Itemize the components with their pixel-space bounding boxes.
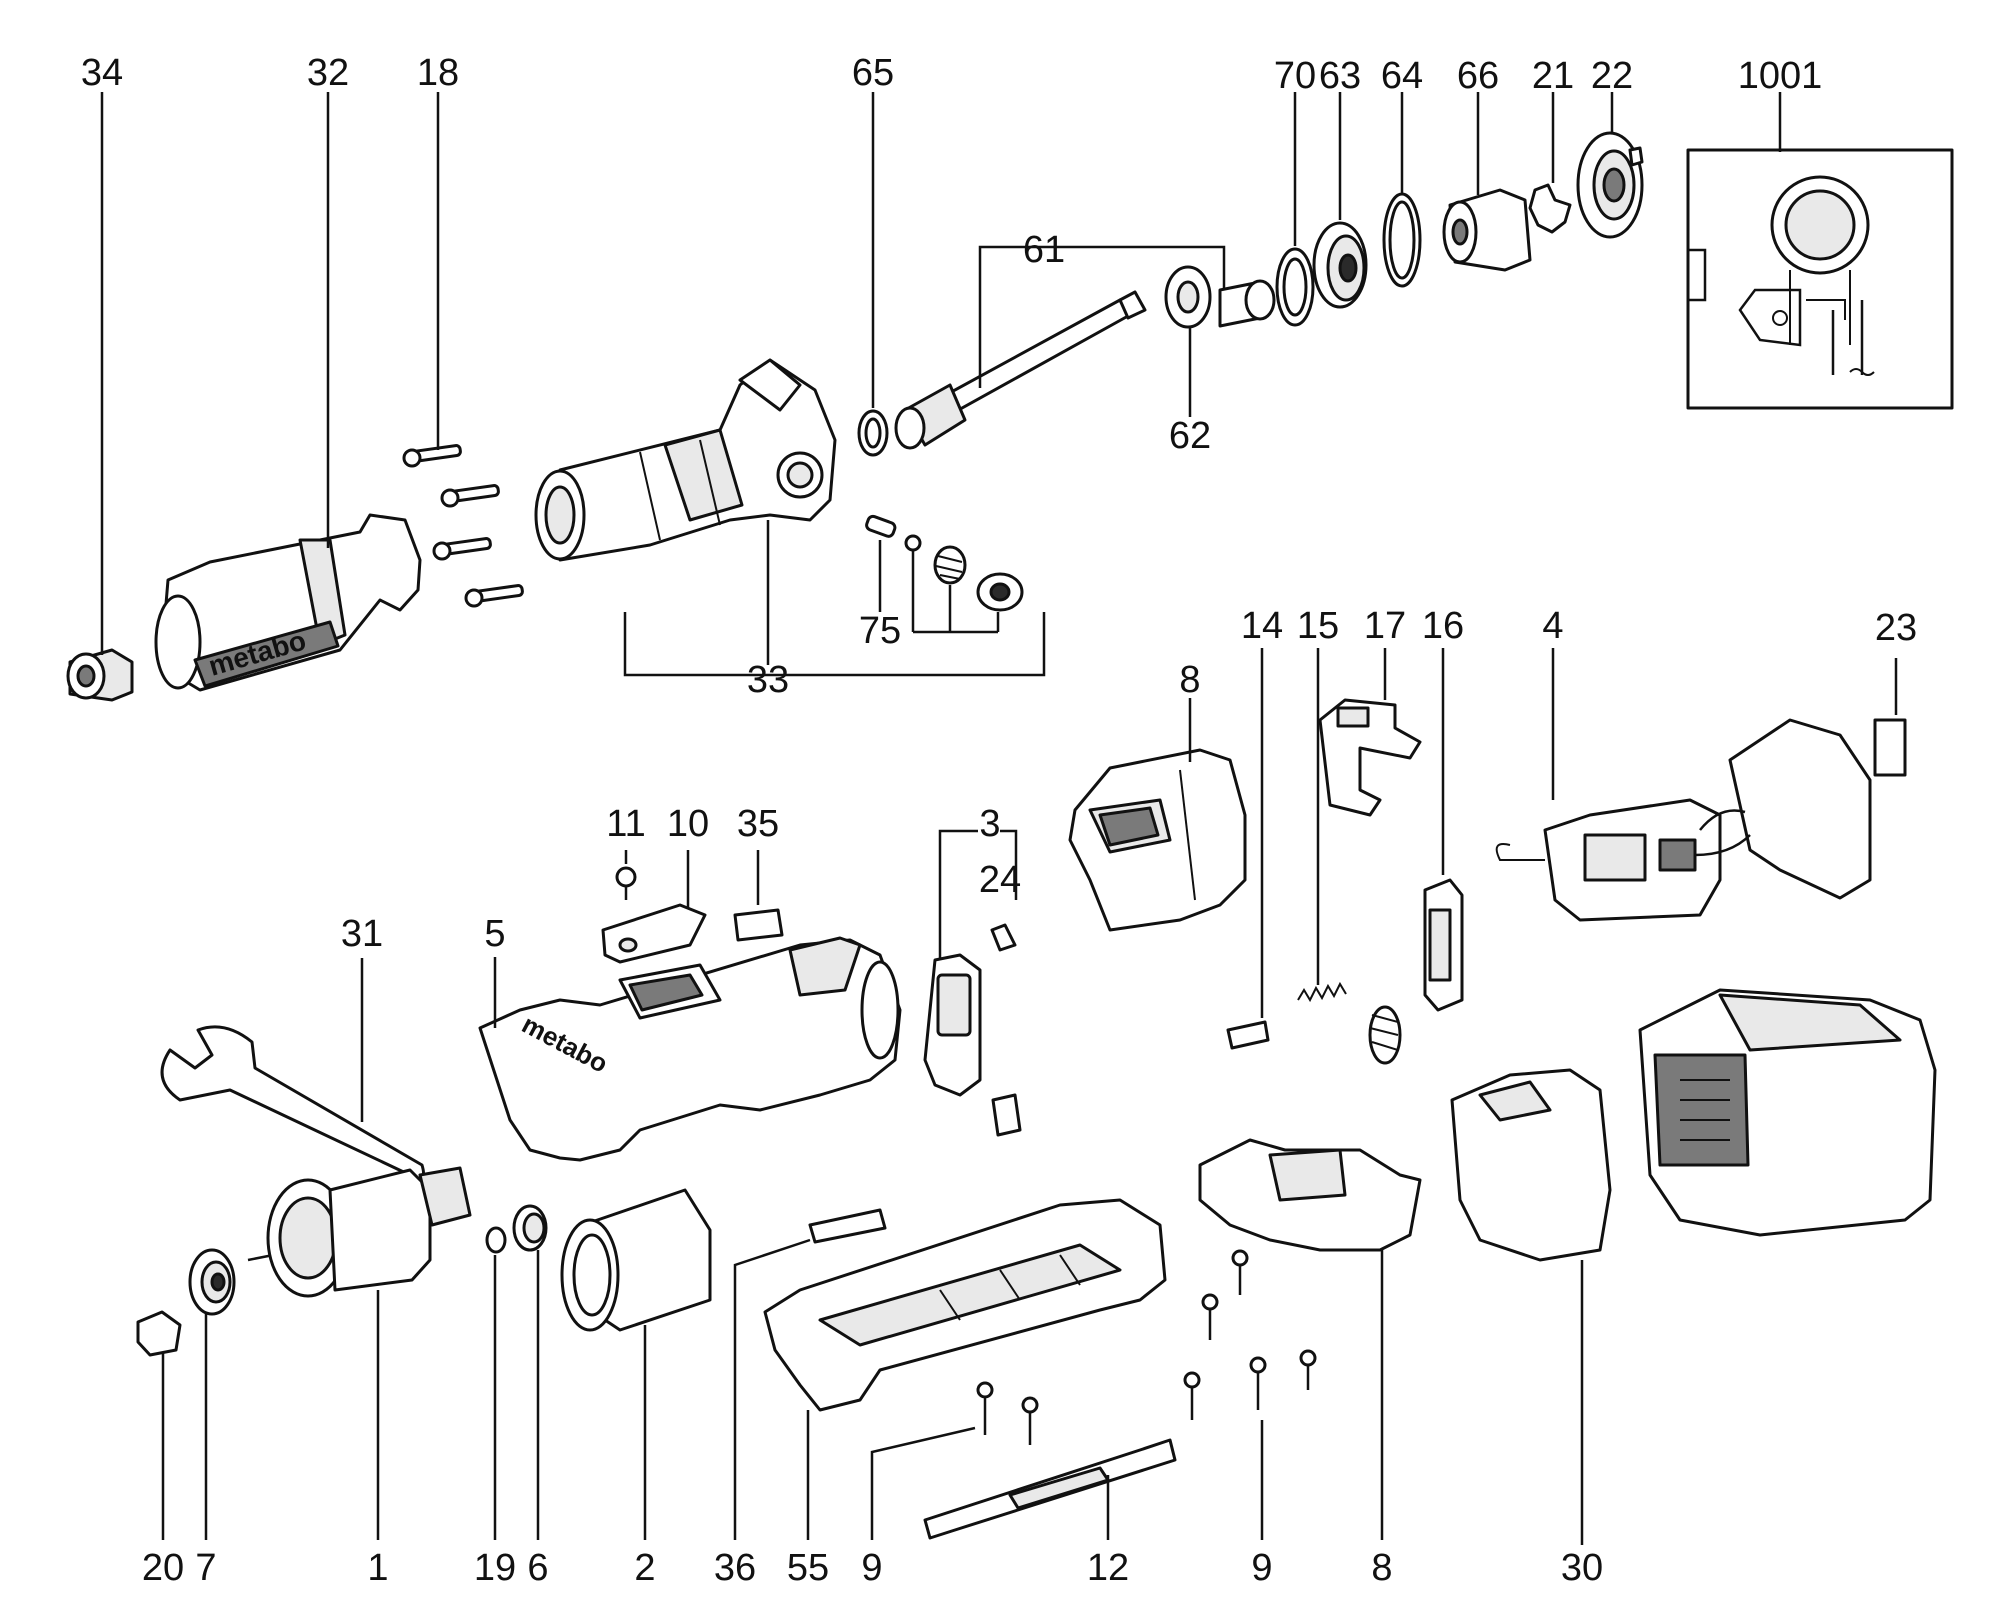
part-20-collet <box>136 1310 182 1357</box>
label-64: 64 <box>1381 55 1423 97</box>
label-4: 4 <box>1542 605 1563 647</box>
label-12: 12 <box>1087 1547 1129 1589</box>
part-5-housing-top: metabo <box>478 936 902 1162</box>
label-15: 15 <box>1297 605 1339 647</box>
part-2-field-sleeve <box>560 1188 712 1332</box>
part-55-housing-bottom <box>763 1198 1167 1412</box>
part-30-end-cap <box>1450 1068 1612 1262</box>
label-17: 17 <box>1364 605 1406 647</box>
part-16-switch <box>1423 878 1464 1012</box>
label-63: 63 <box>1319 55 1361 97</box>
label-36: 36 <box>714 1547 756 1589</box>
part-23-label <box>1873 718 1907 777</box>
part-33-gear-head <box>534 358 837 562</box>
label-31: 31 <box>341 913 383 955</box>
label-10: 10 <box>667 803 709 845</box>
part-61-spindle <box>894 290 1147 450</box>
label-6: 6 <box>527 1547 548 1589</box>
part-35-label <box>733 908 784 942</box>
part-9-screws-right <box>1183 1249 1317 1420</box>
label-1001: 1001 <box>1738 55 1823 97</box>
label-61: 61 <box>1023 229 1065 271</box>
label-22: 22 <box>1591 55 1633 97</box>
part-22-ring <box>1576 131 1644 239</box>
label-33: 33 <box>747 659 789 701</box>
label-2: 2 <box>634 1547 655 1589</box>
part-75-small-parts <box>865 514 1024 612</box>
part-11-screw <box>615 866 637 900</box>
part-1001-inset <box>1686 148 1954 410</box>
part-6-bushing <box>512 1204 548 1252</box>
label-62: 62 <box>1169 415 1211 457</box>
label-3: 3 <box>979 803 1000 845</box>
part-spring-coil <box>1368 1005 1402 1065</box>
part-9-screws-left <box>976 1381 1039 1445</box>
label-32: 32 <box>307 52 349 94</box>
label-8-top: 8 <box>1179 659 1200 701</box>
part-7-bearing <box>188 1248 236 1316</box>
part-10-plate <box>601 903 707 964</box>
part-15-spring <box>1297 981 1347 1003</box>
part-12-battery-rail <box>923 1438 1177 1540</box>
label-55: 55 <box>787 1547 829 1589</box>
part-63-bearing <box>1312 221 1368 309</box>
label-18: 18 <box>417 52 459 94</box>
label-9-right: 9 <box>1251 1547 1272 1589</box>
part-34-collet-nut <box>66 648 134 702</box>
part-21-star <box>1528 183 1572 234</box>
label-21: 21 <box>1532 55 1574 97</box>
label-23: 23 <box>1875 607 1917 649</box>
label-8-bottom: 8 <box>1371 1547 1392 1589</box>
part-17-bracket <box>1318 698 1422 817</box>
label-14: 14 <box>1241 605 1283 647</box>
part-61-bushing <box>1218 279 1276 328</box>
label-20: 20 <box>142 1547 184 1589</box>
label-34: 34 <box>81 52 123 94</box>
part-32-nose-cover: metabo <box>154 513 422 692</box>
part-31-wrench <box>160 1025 425 1180</box>
label-1: 1 <box>367 1547 388 1589</box>
label-24: 24 <box>979 859 1021 901</box>
part-66-nut <box>1442 188 1532 272</box>
label-70: 70 <box>1274 55 1316 97</box>
label-11: 11 <box>606 803 645 845</box>
label-75: 75 <box>859 610 901 652</box>
part-battery-pack <box>1638 988 1937 1237</box>
label-35: 35 <box>737 803 779 845</box>
label-30: 30 <box>1561 1547 1603 1589</box>
label-7: 7 <box>195 1547 216 1589</box>
label-16: 16 <box>1422 605 1464 647</box>
part-19-ring <box>485 1226 507 1254</box>
label-65: 65 <box>852 52 894 94</box>
label-9-left: 9 <box>861 1547 882 1589</box>
label-19: 19 <box>474 1547 516 1589</box>
part-8-top-cover <box>1068 748 1247 932</box>
label-66: 66 <box>1457 55 1499 97</box>
part-14-brush <box>1226 1020 1270 1050</box>
part-18-screws <box>402 444 524 608</box>
part-8-rear-housing <box>1198 1138 1422 1252</box>
part-1-armature <box>247 1166 472 1298</box>
part-36-label <box>808 1208 887 1244</box>
label-5: 5 <box>484 913 505 955</box>
part-3-clip <box>923 923 1022 1137</box>
part-4-electronics <box>1495 718 1872 922</box>
